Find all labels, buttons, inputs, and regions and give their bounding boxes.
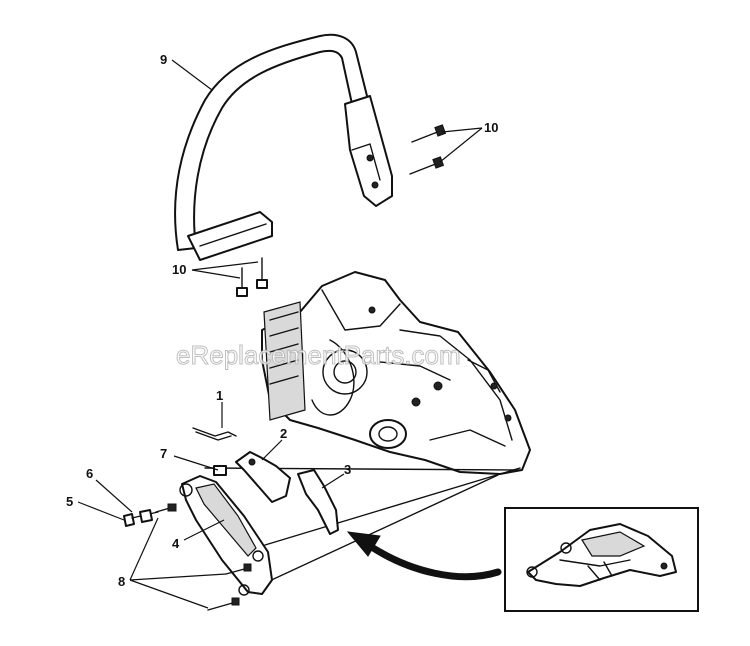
callout-9: 9 — [160, 52, 167, 67]
callout-5: 5 — [66, 494, 73, 509]
callout-4: 4 — [172, 536, 180, 551]
spacer-part-6 — [139, 503, 177, 523]
nut-part-7 — [213, 465, 227, 476]
callout-3: 3 — [344, 462, 351, 477]
callout-2: 2 — [280, 426, 287, 441]
callout-leaders — [77, 59, 483, 609]
callout-10-lower: 10 — [172, 262, 186, 277]
clip-part-2 — [235, 451, 291, 503]
inset-detail — [504, 507, 699, 612]
callout-6: 6 — [86, 466, 93, 481]
front-handle — [174, 33, 393, 261]
crankcase-housing — [261, 271, 531, 475]
callout-10-upper: 10 — [484, 120, 498, 135]
rod-part-1 — [192, 427, 237, 441]
handle-bolts-upper — [409, 124, 447, 175]
callout-1: 1 — [216, 388, 223, 403]
handle-bolts-lower — [236, 257, 268, 297]
watermark: eReplacementParts.com — [176, 340, 461, 370]
detail-arrow — [346, 531, 502, 581]
callout-7: 7 — [160, 446, 167, 461]
screws-part-8 — [207, 563, 252, 611]
callout-8: 8 — [118, 574, 125, 589]
bracket-part-3 — [297, 469, 339, 535]
